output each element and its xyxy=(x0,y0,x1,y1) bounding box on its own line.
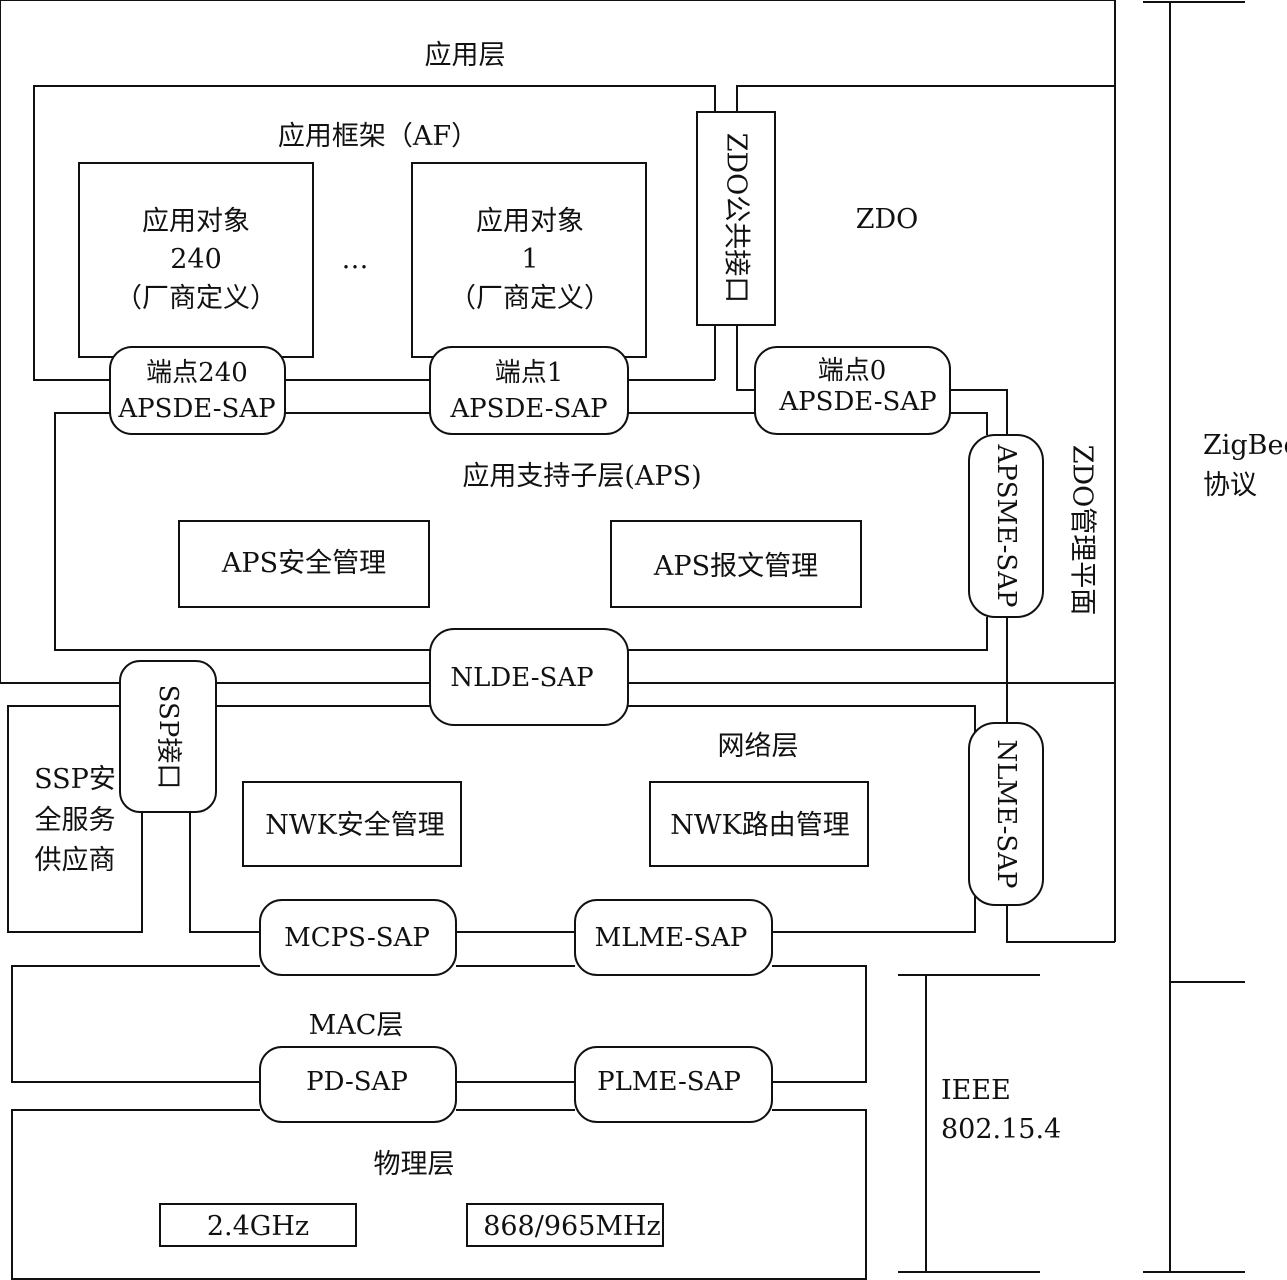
svg-text:APSME-SAP: APSME-SAP xyxy=(991,443,1021,607)
svg-text:MLME-SAP: MLME-SAP xyxy=(595,923,748,953)
svg-text:NWK路由管理: NWK路由管理 xyxy=(670,810,850,841)
application-layer-frame xyxy=(0,0,1116,112)
pd-sap xyxy=(259,1046,457,1123)
mcps-sap xyxy=(259,899,457,976)
nlde-sap xyxy=(429,628,629,726)
svg-text:应用对象: 应用对象 xyxy=(476,206,584,237)
svg-text:全服务: 全服务 xyxy=(35,805,116,836)
zigbee-label: ZigBee xyxy=(1203,430,1287,461)
svg-text:PLME-SAP: PLME-SAP xyxy=(597,1067,741,1097)
svg-text:应用对象: 应用对象 xyxy=(142,206,250,237)
zdo-management-plane-label: ZDO管理平面 xyxy=(1067,445,1098,616)
nwk-security-management xyxy=(242,781,462,867)
svg-text:240: 240 xyxy=(170,244,222,275)
nwk-routing-management xyxy=(649,781,869,867)
svg-text:ZDO公共接口: ZDO公共接口 xyxy=(721,133,752,304)
band-868-965mhz xyxy=(466,1203,664,1247)
ieee-802-15-4-bracket xyxy=(898,974,1040,1273)
svg-text:2.4GHz: 2.4GHz xyxy=(207,1211,309,1242)
svg-text:（厂商定义）: （厂商定义） xyxy=(449,283,611,314)
svg-text:868/965MHz: 868/965MHz xyxy=(483,1211,661,1242)
ieee-label: IEEE xyxy=(941,1075,1011,1106)
svg-text:SSP接口: SSP接口 xyxy=(153,685,183,790)
svg-text:SSP安: SSP安 xyxy=(34,764,116,795)
plme-sap xyxy=(574,1046,773,1123)
application-framework-frame xyxy=(33,85,716,381)
zdo-public-interface xyxy=(696,111,776,326)
zigbee-protocol-label: 协议 xyxy=(1203,470,1257,501)
physical-layer-label: 物理层 xyxy=(374,1149,455,1180)
svg-text:NWK安全管理: NWK安全管理 xyxy=(265,810,445,841)
aps-layer-frame xyxy=(54,412,430,651)
ieee-standard-label: 802.15.4 xyxy=(941,1114,1061,1145)
svg-text:端点240: 端点240 xyxy=(146,358,248,388)
svg-text:NLDE-SAP: NLDE-SAP xyxy=(450,663,593,693)
physical-layer-frame xyxy=(11,1109,867,1280)
svg-text:（厂商定义）: （厂商定义） xyxy=(115,283,277,314)
application-object-240 xyxy=(78,162,314,358)
aps-security-management xyxy=(178,520,430,608)
zigbee-protocol-bracket xyxy=(1143,1,1245,1273)
svg-text:APSDE-SAP: APSDE-SAP xyxy=(778,387,936,417)
mlme-sap xyxy=(574,899,773,976)
endpoint-0-apsde-sap xyxy=(754,346,951,435)
mac-layer-label: MAC层 xyxy=(309,1010,404,1041)
svg-text:1: 1 xyxy=(521,244,538,275)
svg-text:PD-SAP: PD-SAP xyxy=(306,1067,408,1097)
ssp-provider-box xyxy=(7,705,143,933)
svg-text:APSDE-SAP: APSDE-SAP xyxy=(449,394,607,424)
svg-text:APSDE-SAP: APSDE-SAP xyxy=(117,394,275,424)
aps-message-management xyxy=(610,520,862,608)
svg-text:供应商: 供应商 xyxy=(35,845,116,876)
ssp-interface xyxy=(119,660,217,813)
application-framework-label: 应用框架（AF） xyxy=(278,121,478,152)
endpoint-1-apsde-sap xyxy=(429,346,629,435)
band-2-4ghz xyxy=(159,1203,357,1247)
svg-text:APS报文管理: APS报文管理 xyxy=(653,551,818,582)
aps-layer-label: 应用支持子层(APS) xyxy=(462,461,701,492)
svg-text:端点1: 端点1 xyxy=(495,358,564,388)
ellipsis: … xyxy=(342,244,369,275)
endpoint-240-apsde-sap xyxy=(109,346,286,435)
application-layer-label: 应用层 xyxy=(425,40,506,71)
svg-text:MCPS-SAP: MCPS-SAP xyxy=(284,923,430,953)
network-layer-label: 网络层 xyxy=(718,731,799,762)
svg-text:端点0: 端点0 xyxy=(818,356,887,386)
svg-text:NLME-SAP: NLME-SAP xyxy=(991,740,1021,889)
svg-text:APS安全管理: APS安全管理 xyxy=(221,548,386,579)
zdo-label: ZDO xyxy=(856,204,919,235)
mac-layer-frame xyxy=(11,965,260,1083)
